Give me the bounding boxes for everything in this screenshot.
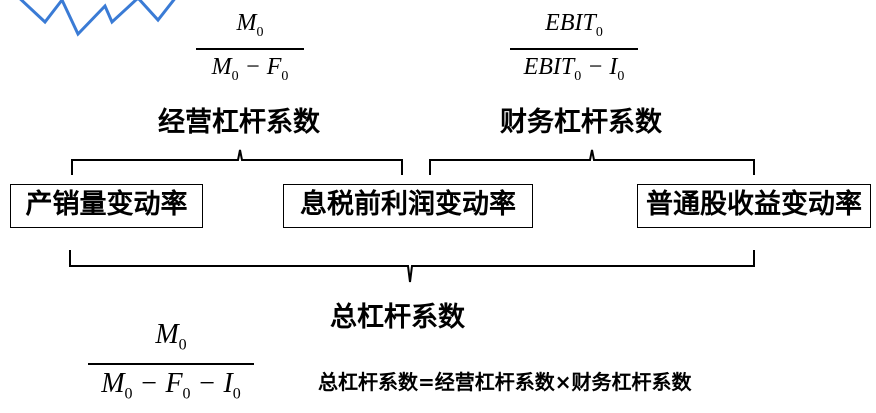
total-leverage-label: 总杠杆系数 bbox=[330, 302, 465, 333]
starburst-shape bbox=[19, 0, 176, 37]
brace-financial bbox=[429, 149, 755, 175]
formula-denominator: M0 − F0 bbox=[211, 53, 289, 84]
financial-leverage-label: 财务杠杆系数 bbox=[500, 107, 662, 138]
fraction-bar bbox=[510, 47, 638, 50]
total-leverage-formula: M0 M0 − F0 − I0 bbox=[88, 318, 254, 413]
formula-numerator: M0 bbox=[236, 10, 264, 40]
formula-denominator: EBIT0 − I0 bbox=[523, 53, 625, 84]
decorations-layer bbox=[19, 0, 755, 283]
financial-leverage-formula: EBIT0 EBIT0 − I0 bbox=[510, 8, 638, 94]
total-leverage-relation: 总杠杆系数=经营杠杆系数×财务杠杆系数 bbox=[318, 370, 692, 394]
sales-change-box: 产销量变动率 bbox=[10, 184, 203, 228]
eps-change-box: 普通股收益变动率 bbox=[637, 184, 871, 228]
operating-leverage-formula: M0 M0 − F0 bbox=[196, 8, 304, 94]
formula-denominator: M0 − F0 − I0 bbox=[101, 367, 241, 403]
brace-operating bbox=[71, 149, 403, 175]
fraction-bar bbox=[88, 362, 254, 365]
brace-total bbox=[69, 250, 755, 283]
fraction-bar bbox=[196, 47, 304, 50]
formula-numerator: EBIT0 bbox=[545, 10, 603, 40]
formula-numerator: M0 bbox=[155, 319, 187, 354]
ebit-change-box: 息税前利润变动率 bbox=[283, 184, 533, 228]
operating-leverage-label: 经营杠杆系数 bbox=[158, 107, 320, 138]
